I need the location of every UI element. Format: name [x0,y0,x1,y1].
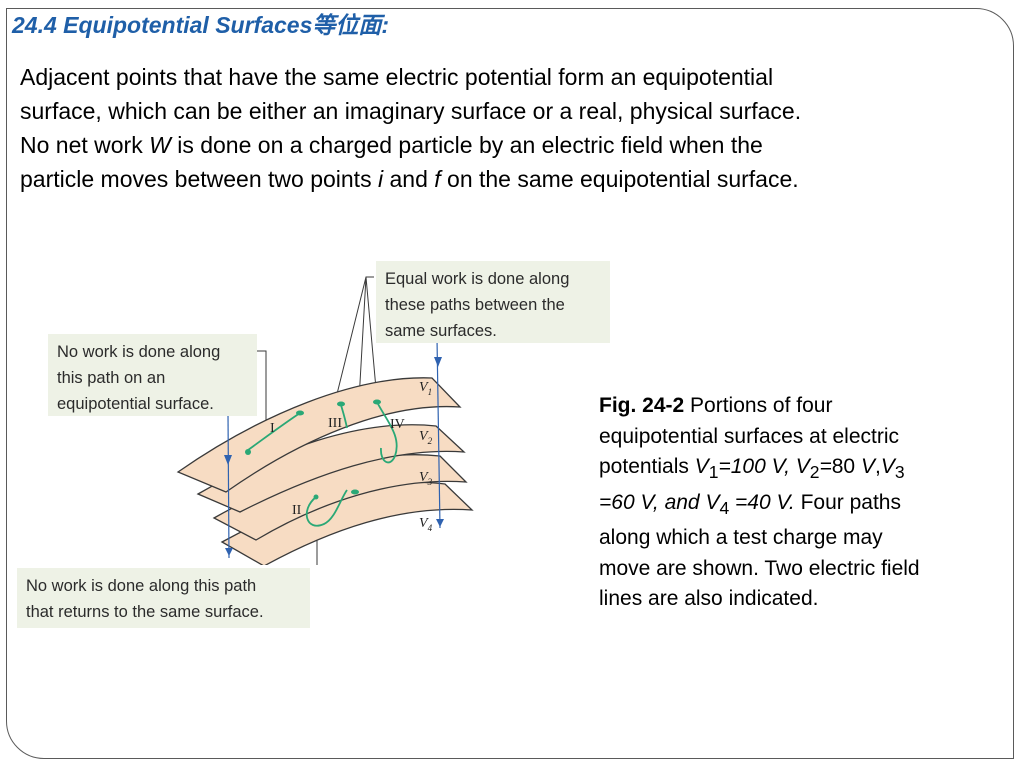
callout-line: this path on an [57,369,166,387]
intro-variable-f: f [434,166,441,192]
path-label-ii: II [292,503,302,518]
intro-paragraph: Adjacent points that have the same elect… [20,60,1010,196]
callout-line: that returns to the same surface. [26,603,264,621]
path-i [247,412,301,451]
caption-sub: 4 [719,497,730,518]
path-iv-start [373,399,381,405]
caption-text: 80 [831,455,861,478]
surface-label-v1: V1 [419,380,432,397]
field-arrow [224,455,232,465]
field-line-left [227,413,230,559]
callout-no-work-path: No work is done along this path on an equi… [48,334,257,416]
path-iii-start [337,401,345,407]
surface-label-v2: V2 [419,429,433,446]
surface-label-v4: V4 [419,516,433,533]
figure-caption: Fig. 24-2 Portions of four equipotential … [599,391,999,615]
path-label-iv: IV [390,417,405,432]
callout-line: equipotential surface. [57,395,214,413]
equipotential-surfaces-figure: I II III IV V1 V2 V3 V4 [176,276,474,565]
callout-line: Equal work is done along [385,270,570,288]
caption-text: Four paths [794,490,901,514]
path-ii-end [351,489,359,495]
intro-variable-i: i [377,166,384,192]
leader-line-returns [316,520,318,565]
caption-sub: 2 [809,462,820,483]
intro-line: particle moves between two points [20,166,378,192]
field-arrow [225,548,233,556]
callout-line: these paths between the [385,296,565,314]
callout-returns: No work is done along this path that retu… [17,568,310,628]
intro-line: No net work [20,132,150,158]
caption-text: equipotential surfaces at electric [599,424,899,448]
caption-var: V [880,455,895,478]
field-arrow [436,519,444,527]
slide-frame [6,8,1014,759]
caption-sub: 1 [708,462,719,483]
caption-var: =60 V, and V [599,490,720,514]
caption-text: lines are also indicated. [599,587,819,611]
intro-line: on the same equipotential surface. [440,166,799,192]
caption-sub: 3 [894,462,905,483]
path-iii [340,404,348,429]
callout-line: same surfaces. [385,322,497,340]
caption-var: = [819,455,832,478]
field-arrow [434,357,442,367]
caption-fig-label: Fig. 24-2 [599,394,685,417]
intro-variable-w: W [149,132,171,158]
callout-line: No work is done along [57,343,221,361]
intro-line: surface, which can be either an imaginar… [20,98,802,124]
caption-var: =100 V, V [718,455,810,478]
path-ii-start [313,494,319,500]
caption-text: Portions of four [684,394,833,417]
caption-text: move are shown. Two electric field [599,556,920,580]
caption-text: along which a test charge may [599,526,883,550]
callout-equal-work: Equal work is done along these paths betw… [376,261,610,343]
surface-label-v3: V3 [419,470,433,487]
caption-text: , [874,455,881,478]
field-line-right [436,337,441,529]
path-label-iii: III [328,416,342,431]
callout-line: No work is done along this path [26,577,257,595]
path-i-start [245,449,251,455]
path-ii [305,489,348,527]
intro-line: and [383,166,435,192]
path-iv [376,401,398,464]
surface-v1 [176,377,462,493]
path-label-i: I [270,421,275,436]
caption-var: V [694,455,709,478]
intro-line: is done on a charged particle by an elec… [170,132,763,158]
caption-var: =40 V. [729,490,795,514]
caption-text: potentials [599,455,695,478]
intro-line: Adjacent points that have the same elect… [20,64,774,90]
slide-title: 24.4 Equipotential Surfaces等位面: [12,12,390,38]
path-i-end [296,410,304,416]
caption-var: V [860,455,875,478]
